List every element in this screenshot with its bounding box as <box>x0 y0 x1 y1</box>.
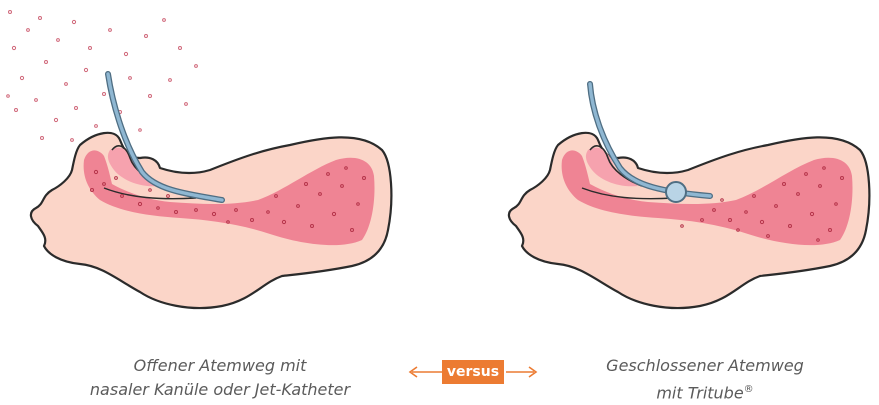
open-airway-illustration <box>0 0 440 345</box>
closed-airway-caption-line2: mit Tritube <box>656 383 743 402</box>
versus-badge: versus <box>442 360 504 384</box>
open-airway-caption-line1: Offener Atemweg mit <box>55 354 385 378</box>
versus-indicator: versus <box>408 360 538 386</box>
tritube-cuff <box>666 182 686 202</box>
open-airway-figure <box>0 0 440 345</box>
closed-airway-illustration <box>478 0 879 345</box>
closed-airway-figure <box>478 0 879 345</box>
escaping-particles <box>7 11 198 142</box>
open-airway-caption-line2: nasaler Kanüle oder Jet-Katheter <box>55 378 385 402</box>
closed-airway-caption: Geschlossener Atemweg mit Tritube® <box>540 354 870 405</box>
closed-airway-caption-line1: Geschlossener Atemweg <box>540 354 870 378</box>
arrow-left-icon <box>408 365 442 379</box>
open-airway-caption: Offener Atemweg mit nasaler Kanüle oder … <box>55 354 385 402</box>
closed-airway-caption-line2-wrap: mit Tritube® <box>540 378 870 405</box>
arrow-right-icon <box>506 365 538 379</box>
registered-mark: ® <box>744 384 754 395</box>
